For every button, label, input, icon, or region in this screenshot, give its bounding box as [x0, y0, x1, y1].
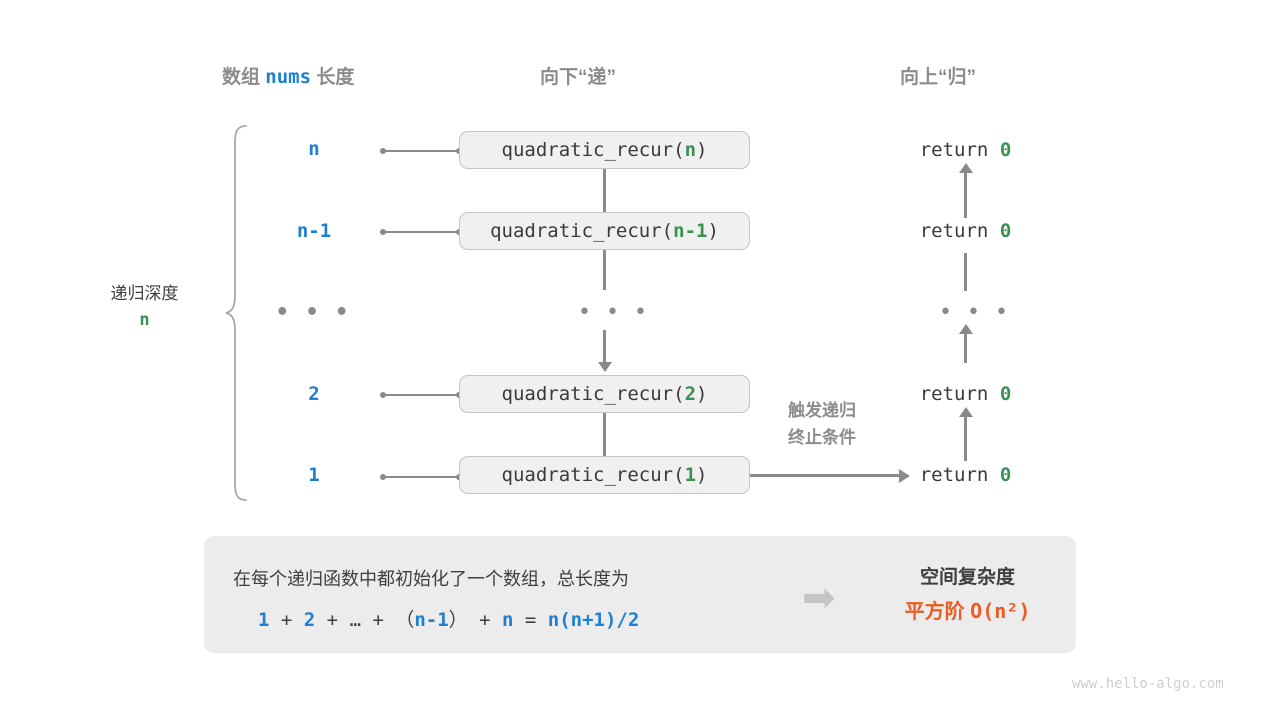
return-text-row-3: return: [919, 383, 1000, 405]
call-box-row-0[interactable]: quadratic_recur(n): [459, 131, 750, 169]
watermark: www.hello-algo.com: [1072, 676, 1224, 692]
array-length-row-0: n: [308, 138, 320, 160]
call-arg-row-0: n: [684, 139, 697, 161]
base-case-arrow: [750, 474, 900, 477]
formula-op-4: ） +: [448, 609, 502, 631]
call-prefix-row-3: quadratic_recur(: [501, 383, 685, 405]
formula-term-4: n-1: [414, 609, 449, 631]
return-value-row-4: 0: [999, 464, 1012, 486]
call-prefix-row-0: quadratic_recur(: [501, 139, 685, 161]
call-box-row-4[interactable]: quadratic_recur(1): [459, 456, 750, 494]
terminate-note-line1: 触发递归: [788, 401, 856, 420]
header-array-length-post: 长度: [311, 67, 355, 88]
ascend-arrow-1-to-0: [964, 172, 967, 218]
call-prefix-row-4: quadratic_recur(: [501, 464, 685, 486]
connector-row-4: [380, 474, 462, 480]
call-box-row-3[interactable]: quadratic_recur(2): [459, 375, 750, 413]
summary-line1: 在每个递归函数中都初始化了一个数组，总长度为: [233, 569, 629, 589]
ellipsis-right: • • •: [939, 300, 1012, 325]
call-arg-row-4: 1: [684, 464, 697, 486]
array-length-row-3: 2: [308, 383, 320, 405]
ascend-arrow-3-to-dots: [964, 333, 967, 363]
descend-arrow-0-to-1: [603, 169, 606, 218]
array-length-row-1: n-1: [296, 220, 332, 242]
return-label-row-0: return 0: [858, 139, 1073, 161]
connector-row-3: [380, 392, 462, 398]
formula-term-2: 2: [303, 609, 316, 631]
call-suffix-row-3: ): [696, 383, 708, 405]
space-complexity-block: 空间复杂度 平方阶 O(n²): [860, 562, 1075, 629]
return-text-row-1: return: [919, 220, 1000, 242]
descend-stub-1-to-dots: [603, 250, 606, 290]
call-suffix-row-1: ): [707, 220, 719, 242]
connector-row-0: [380, 148, 462, 154]
space-complexity-bigo: O(n²): [970, 599, 1031, 624]
return-value-row-0: 0: [999, 139, 1012, 161]
return-value-row-1: 0: [999, 220, 1012, 242]
summary-panel: [204, 536, 1076, 653]
header-array-length-pre: 数组: [222, 67, 266, 88]
formula-term-5: n: [502, 609, 514, 631]
call-arg-row-3: 2: [684, 383, 697, 405]
header-ascend: 向上“归”: [900, 67, 977, 88]
recursion-depth-value: n: [139, 310, 150, 331]
recursion-depth-title: 递归深度: [110, 284, 179, 303]
formula-op-2: +: [315, 609, 350, 631]
return-value-row-3: 0: [999, 383, 1012, 405]
descend-arrow-dots-to-3: [603, 330, 606, 363]
ascend-arrow-4-to-3: [964, 416, 967, 461]
space-complexity-label: 平方阶: [904, 601, 971, 624]
array-length-row-4: 1: [308, 464, 320, 486]
call-prefix-row-1: quadratic_recur(: [490, 220, 674, 242]
return-text-row-0: return: [919, 139, 1000, 161]
return-label-row-3: return 0: [858, 383, 1073, 405]
depth-brace: [225, 125, 247, 501]
formula-term-6: n(n+1)/2: [547, 609, 640, 631]
formula-op-3: + （: [361, 609, 415, 631]
call-arg-row-1: n-1: [673, 220, 708, 242]
formula-op-5: =: [513, 609, 548, 631]
formula-term-3: …: [349, 609, 362, 631]
call-suffix-row-4: ): [696, 464, 708, 486]
return-label-row-4: return 0: [858, 464, 1073, 486]
call-box-row-1[interactable]: quadratic_recur(n-1): [459, 212, 750, 250]
connector-row-1: [380, 229, 462, 235]
header-array-length: 数组 nums 长度: [222, 62, 354, 89]
formula-term-1: 1: [258, 609, 270, 631]
summary-formula: 1 + 2 + … + （n-1） + n = n(n+1)/2: [258, 605, 639, 632]
call-suffix-row-0: ): [696, 139, 708, 161]
header-array-length-code: nums: [265, 66, 312, 88]
terminate-condition-note: 触发递归 终止条件: [762, 397, 882, 451]
formula-op-1: +: [269, 609, 304, 631]
space-complexity-value: 平方阶 O(n²): [860, 594, 1075, 629]
space-complexity-title: 空间复杂度: [919, 567, 1015, 588]
descend-arrow-3-to-4: [603, 413, 606, 461]
right-arrow-icon: ➡: [802, 575, 836, 621]
return-label-row-1: return 0: [858, 220, 1073, 242]
ellipsis-middle: • • •: [578, 300, 651, 325]
terminate-note-line2: 终止条件: [788, 428, 856, 448]
ellipsis-left: • • •: [275, 300, 353, 325]
header-descend: 向下“递”: [540, 67, 617, 88]
ascend-stub-dots-to-1: [964, 253, 967, 291]
recursion-depth-label: 递归深度 n: [92, 281, 197, 334]
array-length-row-2: • • •: [274, 300, 354, 325]
return-text-row-4: return: [919, 464, 1000, 486]
